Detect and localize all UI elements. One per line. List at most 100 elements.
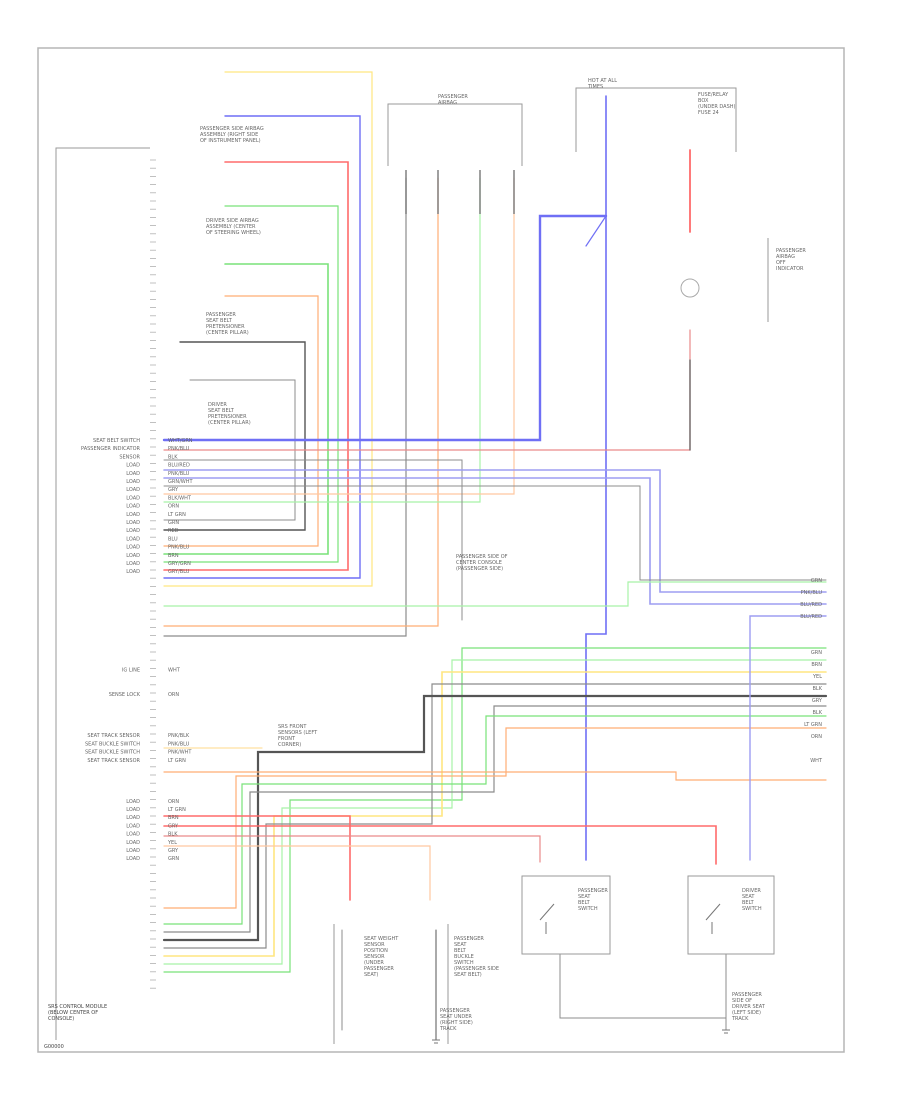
indicator-bracket: [680, 238, 769, 322]
wire-code: GRN/WHT: [168, 479, 193, 485]
right-wire-code: GRY: [812, 698, 823, 704]
wire-right-yellow: [163, 671, 827, 957]
pin-label: LOAD: [126, 512, 140, 518]
wire-orange-mid: [163, 295, 319, 547]
wire-code: ORN: [168, 799, 179, 805]
wire-pass-1: [163, 177, 407, 637]
passenger-airbag-label: PASSENGER SIDE AIRBAG ASSEMBLY (RIGHT SI…: [200, 126, 265, 144]
right-wire-code: WHT: [810, 758, 823, 764]
wire-dark-box: [163, 341, 306, 531]
wire-blue-red-1: [163, 469, 827, 593]
wire-code: YEL: [167, 840, 177, 846]
footer-id: G00000: [44, 1044, 64, 1050]
indicator-bulb-icon: [680, 278, 700, 298]
pass-pretensioner-label: PASSENGER SEAT BELT PRETENSIONER (CENTER…: [206, 312, 249, 336]
wire-code: PNK/BLU: [168, 446, 190, 452]
pin-label: LOAD: [126, 545, 140, 551]
wire-right-gray2: [163, 705, 827, 933]
pin-label: LOAD: [126, 495, 140, 501]
wire-right-lg: [163, 715, 827, 925]
right-wire-code: BLK: [813, 710, 823, 716]
wire-code: LT GRN: [168, 758, 186, 764]
pin-label: LOAD: [126, 479, 140, 485]
right-wire-code: YEL: [812, 674, 822, 680]
pin-label: LOAD: [126, 807, 140, 813]
wire-code: PNK/BLU: [168, 545, 190, 551]
wire-code: GRY/BLU: [168, 569, 190, 575]
pin-label: LOAD: [126, 569, 140, 575]
wire-code: BRN: [168, 553, 179, 559]
wire-code: GRY: [168, 848, 179, 854]
right-wire-code: BLU/RED: [800, 614, 822, 620]
right-wire-code: BRN: [811, 662, 822, 668]
pin-label: LOAD: [126, 856, 140, 862]
fuse-relay-box: [575, 87, 737, 152]
pin-label: LOAD: [126, 815, 140, 821]
wire-blue-fuse-b: [585, 215, 607, 247]
pass-buckle-box-label: PASSENGER SEAT BELT SWITCH: [578, 888, 609, 912]
pin-label: LOAD: [126, 528, 140, 534]
fuse-hot-label: HOT AT ALL TIMES: [587, 78, 619, 90]
ground-icon: [432, 1039, 440, 1044]
wire-green-mid: [163, 263, 329, 555]
wire-code: LT GRN: [168, 807, 186, 813]
wire-pink-ind: [163, 329, 691, 451]
module-label: SRS CONTROL MODULE (BELOW CENTER OF CONS…: [48, 1004, 109, 1022]
wire-green-right: [163, 581, 827, 607]
wire-blue-fuse: [585, 95, 607, 861]
ground-icon: [722, 1029, 730, 1034]
wire-code: WHT: [168, 668, 181, 674]
right-wire-code: BLU/RED: [800, 602, 822, 608]
pin-label: SEAT TRACK SENSOR: [87, 758, 140, 764]
wire-code: GRN: [168, 856, 179, 862]
wire-code: PNK/BLK: [168, 733, 190, 739]
sub-harness-label: SRS FRONT SENSORS (LEFT FRONT CORNER): [278, 724, 319, 748]
passenger-switch-icon: [539, 903, 555, 934]
pin-label: SEAT BUCKLE SWITCH: [85, 741, 140, 747]
wire-code: GRN: [168, 520, 179, 526]
wire-code: ORN: [168, 504, 179, 510]
pin-label: LOAD: [126, 561, 140, 567]
wire-track-1: [163, 815, 351, 901]
wire-code: BLU/RED: [168, 463, 190, 469]
module-pin-column: [150, 159, 156, 989]
wire-gray-right: [163, 485, 827, 581]
wire-right-dark: [162, 694, 828, 942]
wire-code: WHT/GRN: [168, 438, 193, 444]
pin-label: SEAT BUCKLE SWITCH: [85, 750, 140, 756]
wire-right-green2: [163, 659, 827, 965]
wire-code: BLU: [168, 536, 178, 542]
pin-label: LOAD: [126, 471, 140, 477]
wire-code: BLK: [168, 832, 178, 838]
wire-code: GRY: [168, 823, 179, 829]
wire-code: ORN: [168, 692, 179, 698]
wire-pass-2: [163, 177, 439, 627]
pin-label: LOAD: [126, 823, 140, 829]
passenger-airbag-box: [387, 103, 523, 166]
pin-label: LOAD: [126, 553, 140, 559]
wire-code: RED: [168, 528, 179, 534]
wire-sensor: [163, 459, 463, 621]
connector-stubs: [405, 170, 515, 214]
pass-airbag-box-label: PASSENGER AIRBAG: [438, 94, 469, 106]
pin-label: LOAD: [126, 832, 140, 838]
pin-label: SEAT BELT SWITCH: [93, 438, 140, 444]
wire-pass-4: [163, 177, 515, 495]
pin-label: SENSOR: [119, 454, 140, 460]
driver-airbag-label: DRIVER SIDE AIRBAG ASSEMBLY (CENTER OF S…: [206, 218, 261, 236]
wire-yellow-top: [163, 71, 373, 587]
pin-label: IG LINE: [122, 668, 140, 674]
inline-connector-label: PASSENGER SIDE OF CENTER CONSOLE (PASSEN…: [456, 554, 509, 572]
pin-label: SENSE LOCK: [109, 692, 141, 698]
pin-label: LOAD: [126, 536, 140, 542]
wire-pass-sw-gnd: [559, 953, 727, 1019]
right-wire-code: PNK/BLU: [801, 590, 823, 596]
wire-code: PNK/BLU: [168, 471, 190, 477]
wire-sense: [163, 771, 827, 781]
right-wire-code: BLK: [813, 686, 823, 692]
drv-pretensioner-label: DRIVER SEAT BELT PRETENSIONER (CENTER PI…: [208, 402, 251, 426]
wire-blue-long: [162, 214, 608, 442]
pin-label: LOAD: [126, 840, 140, 846]
pin-label: LOAD: [126, 504, 140, 510]
